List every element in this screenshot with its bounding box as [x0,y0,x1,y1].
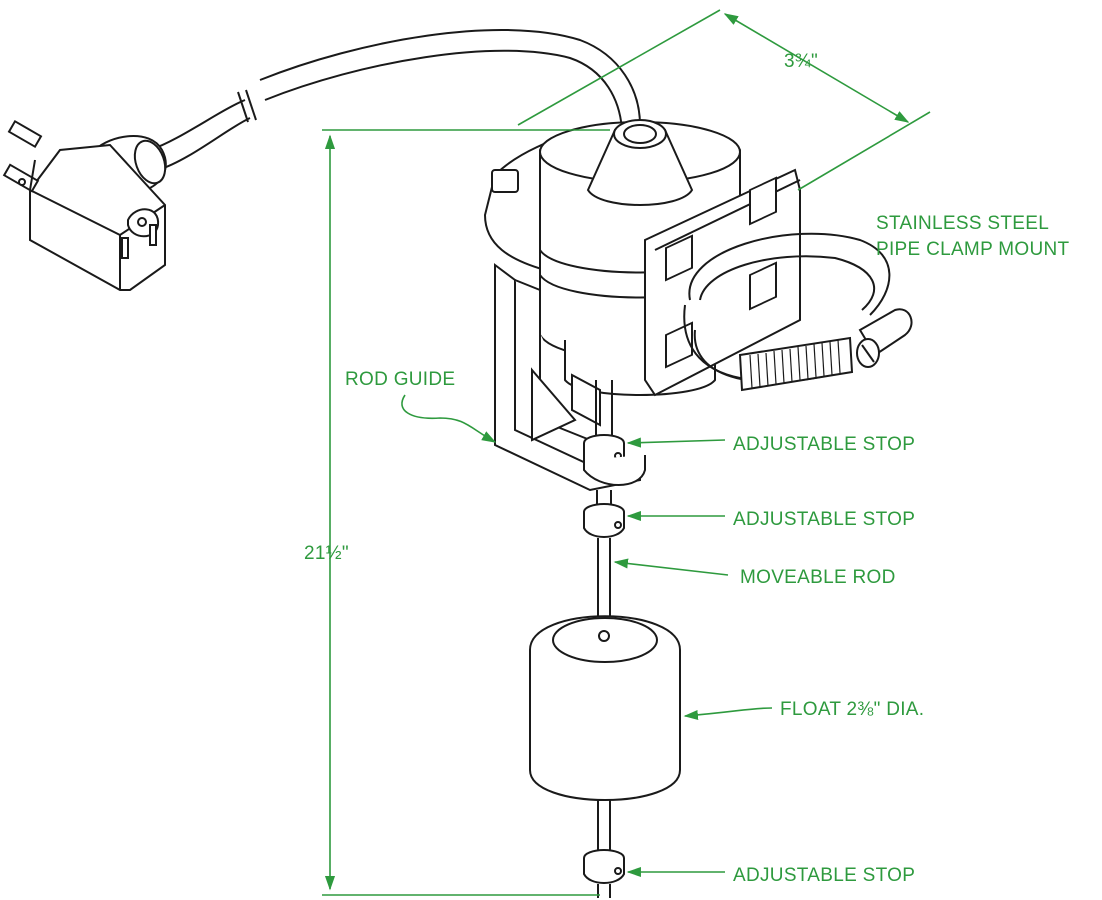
width-dimension-label: 3¾" [784,51,819,72]
rod-guide-label: ROD GUIDE [345,369,456,390]
moveable-rod-assembly [529,380,681,898]
moveable-rod-label: MOVEABLE ROD [740,567,896,588]
power-cord [149,29,641,171]
adjustable-stop-upper-label: ADJUSTABLE STOP [733,434,916,455]
float-label: FLOAT 2⅜" DIA. [780,699,925,720]
mounting-plate [644,168,801,397]
height-dimension-label: 21½" [304,543,349,564]
adjustable-stop-bottom-label: ADJUSTABLE STOP [733,865,916,886]
power-plug [2,119,167,291]
clamp-label-line2: PIPE CLAMP MOUNT [876,239,1070,260]
dimension-lines [322,9,931,896]
clamp-label-line1: STAINLESS STEEL [876,213,1050,234]
adjustable-stop-middle-label: ADJUSTABLE STOP [733,509,916,530]
pipe-clamp [683,232,913,392]
switch-housing [483,119,741,396]
